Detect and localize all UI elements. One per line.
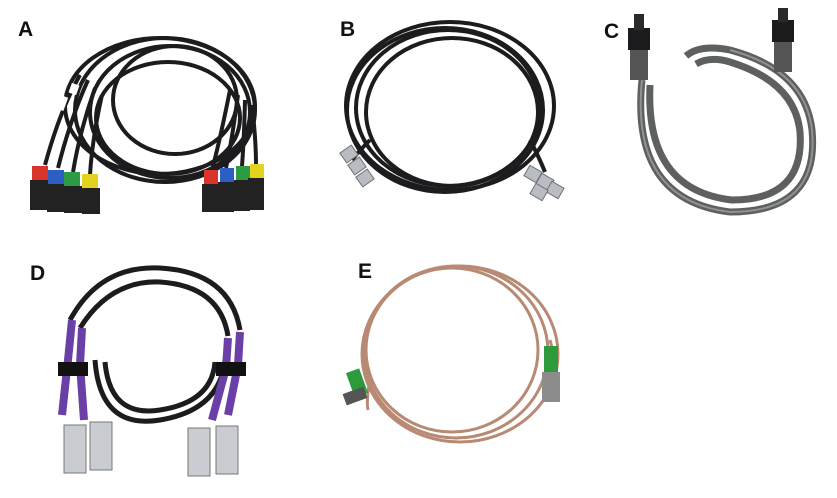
panel-label-c: C xyxy=(604,20,620,43)
bnc-cable-icon xyxy=(339,20,565,202)
panel-label-a: A xyxy=(18,18,34,41)
panel-b: B xyxy=(300,0,590,230)
panel-c: C xyxy=(590,0,837,230)
purple-xlr-pair-cable-icon xyxy=(58,265,246,477)
ethernet-cable-icon xyxy=(342,264,560,444)
panel-label-d: D xyxy=(30,262,46,285)
xlr-snake-cable-icon xyxy=(30,36,264,214)
toslink-optical-cable-icon xyxy=(628,8,817,216)
panel-a: A xyxy=(0,0,300,230)
panel-d: D xyxy=(0,250,300,498)
panel-label-e: E xyxy=(358,260,373,283)
panel-e: E xyxy=(330,250,620,498)
panel-label-b: B xyxy=(340,18,356,41)
